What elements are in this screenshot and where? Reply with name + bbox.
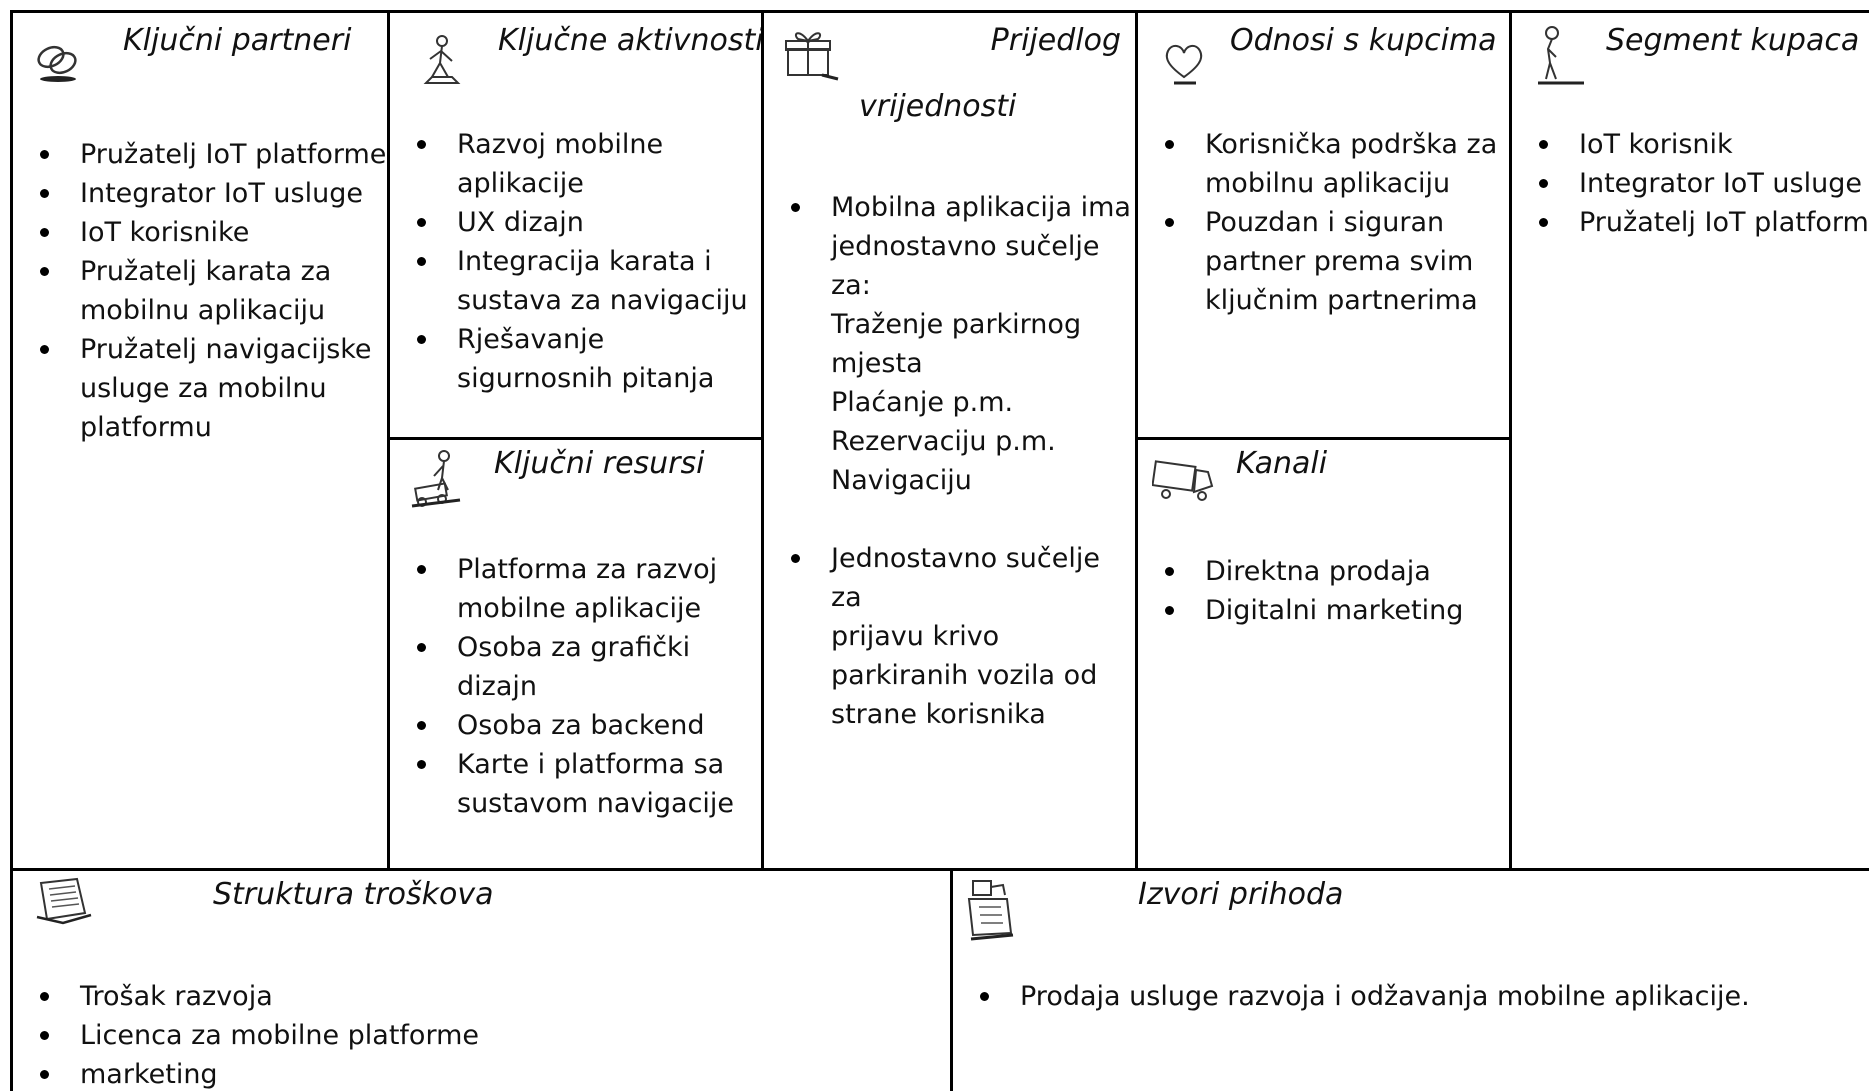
- truck-icon: [1152, 456, 1216, 502]
- channels-title: Kanali: [1236, 446, 1328, 481]
- cash-register-icon: [963, 877, 1021, 943]
- cost-structure-cell: Struktura troškova Trošak razvoja Licenc…: [10, 868, 953, 1091]
- list-item: Direktna prodaja: [1153, 552, 1508, 591]
- value-line: parkiranih vozila od: [831, 660, 1098, 691]
- list-item: Osoba za backend: [405, 706, 760, 745]
- list-item: Mobilna aplikacija ima jednostavno sučel…: [779, 188, 1139, 500]
- key-resources-list: Platforma za razvoj mobilne aplikacije O…: [405, 550, 760, 823]
- document-icon: [33, 877, 93, 927]
- value-line: strane korisnika: [831, 699, 1046, 730]
- list-item: Prodaja usluge razvoja i odžavanja mobil…: [968, 977, 1868, 1016]
- cost-structure-list: Trošak razvoja Licenca za mobilne platfo…: [28, 977, 928, 1091]
- list-item: Razvoj mobilne aplikacije: [405, 125, 760, 203]
- list-item: Platforma za razvoj mobilne aplikacije: [405, 550, 760, 628]
- channels-list: Direktna prodaja Digitalni marketing: [1153, 552, 1508, 630]
- customer-segments-title: Segment kupaca: [1606, 23, 1860, 58]
- key-activities-cell: Ključne aktivnosti Razvoj mobilne aplika…: [387, 10, 764, 440]
- revenue-streams-title: Izvori prihoda: [1138, 877, 1344, 912]
- key-resources-cell: Ključni resursi Platforma za razvoj mobi…: [387, 437, 764, 871]
- list-item: Digitalni marketing: [1153, 591, 1508, 630]
- value-line: Navigaciju: [831, 465, 972, 496]
- chain-link-icon: [33, 35, 83, 85]
- list-item: Jednostavno sučelje za prijavu krivo par…: [779, 539, 1139, 734]
- list-item: IoT korisnike: [28, 213, 388, 252]
- list-item: Licenca za mobilne platforme: [28, 1016, 928, 1055]
- forklift-worker-icon: [410, 446, 466, 510]
- value-line: Mobilna aplikacija ima: [831, 192, 1131, 223]
- key-partners-cell: Ključni partneri Pružatelj IoT platforme…: [10, 10, 390, 871]
- key-partners-list: Pružatelj IoT platforme Integrator IoT u…: [28, 135, 388, 447]
- value-line: mjesta: [831, 348, 923, 379]
- value-proposition-list: Mobilna aplikacija ima jednostavno sučel…: [779, 188, 1139, 734]
- key-resources-title: Ključni resursi: [494, 446, 705, 481]
- key-activities-title: Ključne aktivnosti: [498, 23, 764, 58]
- list-item: Pružatelj IoT platforme: [28, 135, 388, 174]
- customer-segments-cell: Segment kupaca IoT korisnik Integrator I…: [1509, 10, 1869, 871]
- cost-structure-title: Struktura troškova: [213, 877, 494, 912]
- list-item: IoT korisnik: [1527, 125, 1869, 164]
- value-proposition-title-line2: vrijednosti: [859, 89, 1017, 124]
- value-line: Plaćanje p.m.: [831, 387, 1014, 418]
- list-item: Karte i platforma sa sustavom navigacije: [405, 745, 760, 823]
- value-proposition-cell: Prijedlog vrijednosti Mobilna aplikacija…: [761, 10, 1138, 871]
- list-item: Osoba za grafički dizajn: [405, 628, 760, 706]
- list-item: Rješavanje sigurnosnih pitanja: [405, 320, 760, 398]
- list-item: Trošak razvoja: [28, 977, 928, 1016]
- value-proposition-title-line1: Prijedlog: [990, 23, 1121, 58]
- customer-relationships-title: Odnosi s kupcima: [1230, 23, 1497, 58]
- value-line: jednostavno sučelje: [831, 231, 1100, 262]
- list-item: Pružatelj karata za mobilnu aplikaciju: [28, 252, 388, 330]
- channels-cell: Kanali Direktna prodaja Digitalni market…: [1135, 437, 1512, 871]
- gift-icon: [782, 27, 840, 83]
- value-line: Jednostavno sučelje za: [831, 543, 1100, 613]
- worker-icon: [422, 33, 462, 89]
- customer-segments-list: IoT korisnik Integrator IoT usluge Pruža…: [1527, 125, 1869, 242]
- revenue-streams-cell: Izvori prihoda Prodaja usluge razvoja i …: [950, 868, 1869, 1091]
- list-item: marketing: [28, 1055, 928, 1091]
- list-item: Integrator IoT usluge: [1527, 164, 1869, 203]
- list-item: Pružatelj navigacijske usluge za mobilnu…: [28, 330, 388, 447]
- list-item: Integracija karata i sustava za navigaci…: [405, 242, 760, 320]
- list-item: Pružatelj IoT platforme: [1527, 203, 1869, 242]
- list-item: Integrator IoT usluge: [28, 174, 388, 213]
- list-item: Korisnička podrška za mobilnu aplikaciju: [1153, 125, 1508, 203]
- revenue-streams-list: Prodaja usluge razvoja i odžavanja mobil…: [968, 977, 1868, 1016]
- key-activities-list: Razvoj mobilne aplikacije UX dizajn Inte…: [405, 125, 760, 398]
- customer-relationships-cell: Odnosi s kupcima Korisnička podrška za m…: [1135, 10, 1512, 440]
- value-line: Rezervaciju p.m.: [831, 426, 1056, 457]
- value-line: prijavu krivo: [831, 621, 1000, 652]
- heart-icon: [1162, 41, 1206, 87]
- list-item: Pouzdan i siguran partner prema svim klj…: [1153, 203, 1508, 320]
- key-partners-title: Ključni partneri: [123, 23, 352, 58]
- list-item: UX dizajn: [405, 203, 760, 242]
- customer-relationships-list: Korisnička podrška za mobilnu aplikaciju…: [1153, 125, 1508, 320]
- value-line: za:: [831, 270, 871, 301]
- person-icon: [1534, 23, 1586, 87]
- value-line: Traženje parkirnog: [831, 309, 1082, 340]
